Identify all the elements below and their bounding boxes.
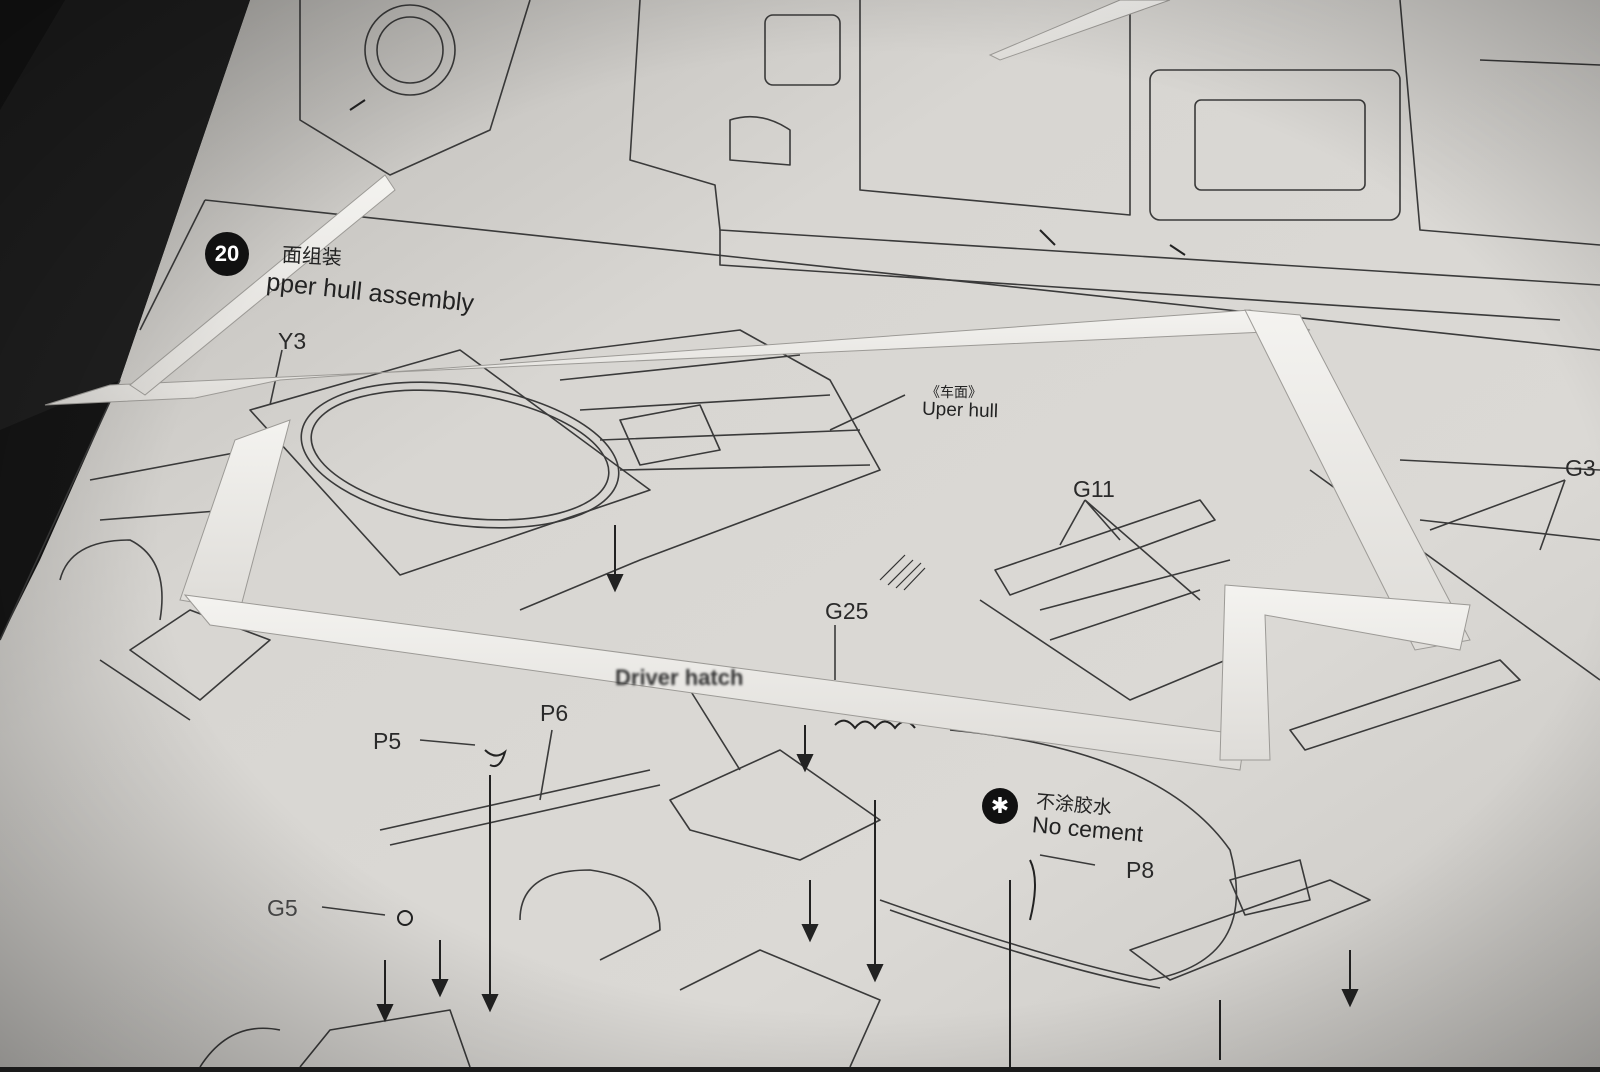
part-label-g5: G5 <box>267 895 298 921</box>
step-title-cn: 面组装 <box>281 244 343 270</box>
step-number-badge: 20 <box>205 232 249 276</box>
part-label-p6: P6 <box>540 700 569 726</box>
no-cement-icon: ✱ <box>982 788 1018 824</box>
part-label-y3: Y3 <box>278 328 307 354</box>
part-label-g11: G11 <box>1073 476 1115 502</box>
part-label-p8: P8 <box>1126 857 1155 883</box>
driver-hatch-callout: Driver hatch <box>615 665 744 690</box>
part-label-g3: G3 <box>1565 455 1596 481</box>
part-label-p5: P5 <box>373 728 402 754</box>
upper-hull-callout-cn: 《车面》 <box>926 384 982 400</box>
upper-hull-callout-en: Uper hull <box>921 398 999 423</box>
part-label-g25: G25 <box>825 598 869 624</box>
